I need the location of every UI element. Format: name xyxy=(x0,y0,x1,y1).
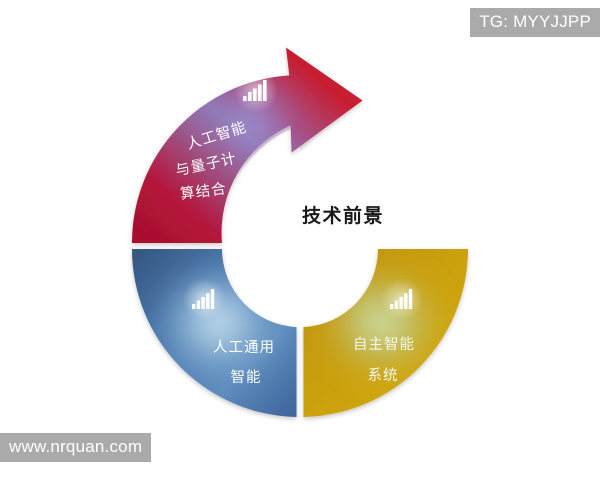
segment-agi-glow xyxy=(156,264,280,380)
signal-bars-icon xyxy=(183,278,225,320)
watermark-top-right: TG: MYYJJPP xyxy=(470,8,600,37)
segment-autonomous-systems-glow xyxy=(320,264,444,380)
segment-autonomous-systems-label-line2: 系统 xyxy=(368,367,399,384)
segment-autonomous-systems-label-line1: 自主智能 xyxy=(353,336,415,353)
segment-agi[interactable]: 人工通用 智能 xyxy=(131,249,297,417)
signal-bars-icon xyxy=(381,278,423,320)
watermark-bottom-left: www.nrquan.com xyxy=(0,433,152,462)
segment-agi-label-line2: 智能 xyxy=(231,369,262,386)
signal-bars-icon xyxy=(234,69,278,113)
page-title: 技术前景 xyxy=(302,204,384,227)
segment-ai-quantum-label-line3: 算结合 xyxy=(179,180,227,203)
segment-autonomous-systems[interactable]: 自主智能 系统 xyxy=(303,249,469,417)
segment-agi-label-line1: 人工通用 xyxy=(213,339,275,356)
